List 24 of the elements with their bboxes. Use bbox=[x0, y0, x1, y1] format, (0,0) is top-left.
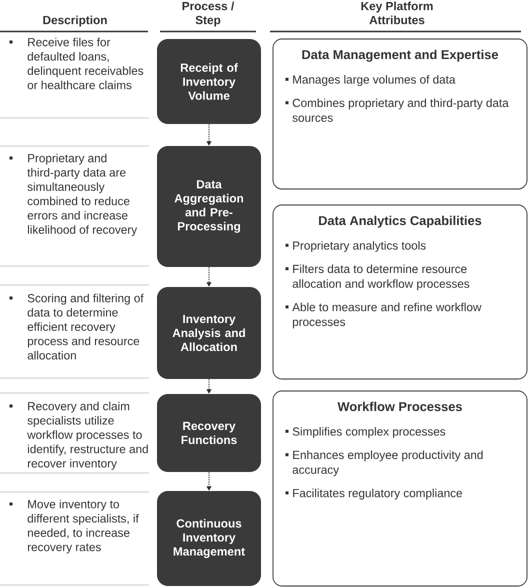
list-item: Facilitates regulatory compliance bbox=[293, 488, 462, 500]
panel-heading: Data Analytics Capabilities bbox=[319, 216, 482, 228]
list-item: Simplifies complex processes bbox=[292, 427, 446, 438]
list-item: Proprietary analytics tools bbox=[293, 241, 426, 252]
process-box: Recovery Functions bbox=[157, 394, 261, 472]
process-box: Data Aggregation and Pre-Processing bbox=[157, 146, 261, 267]
column-header: Description bbox=[43, 16, 107, 27]
description-text: Proprietary and third-party data are simultaneously combined to reduce errors and increase likelihood of recovery bbox=[27, 154, 138, 236]
list-item: Able to measure and refine workflow processes bbox=[292, 302, 482, 328]
description-text: Receive files for defaulted loans, delinquent receivables or healthcare claims bbox=[28, 38, 144, 90]
list-item: Manages large volumes of data bbox=[293, 75, 456, 86]
list-item: Enhances employee productivity and accuracy bbox=[292, 450, 483, 476]
column-header: Key Platform Attributes bbox=[361, 2, 433, 24]
list-item: Filters data to determine resource allocation and workflow processes bbox=[292, 264, 470, 290]
panel-heading: Workflow Processes bbox=[338, 402, 462, 412]
process-box: Continuous Inventory Management bbox=[157, 491, 261, 586]
process-box: Receipt of Inventory Volume bbox=[157, 39, 261, 124]
description-text: Scoring and filtering of data to determine efficient recovery process and resource allocation bbox=[28, 294, 144, 360]
list-item: Combines proprietary and third-party data sources bbox=[292, 98, 509, 122]
column-header: Process / Step bbox=[182, 2, 234, 27]
panel-heading: Data Management and Expertise bbox=[302, 50, 498, 62]
description-text: Move inventory to different specialists, if needed, to increase recovery rates bbox=[28, 500, 139, 554]
process-box: Inventory Analysis and Allocation bbox=[157, 287, 261, 379]
description-text: Recovery and claim specialists utilize workflow processes to identify, restructure and recover inventory bbox=[27, 402, 148, 470]
